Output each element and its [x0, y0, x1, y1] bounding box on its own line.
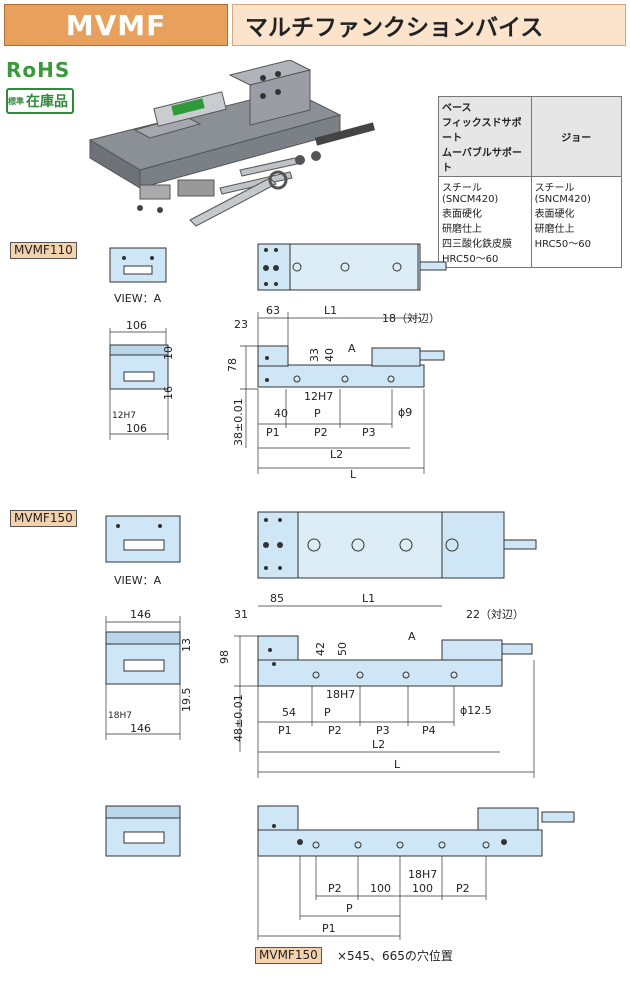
rohs-badge: RoHS: [6, 58, 71, 82]
dim-P-110: P: [314, 407, 321, 420]
dim-23-110: 23: [234, 318, 248, 331]
dim-L2-110: L2: [330, 448, 343, 461]
dim-18h7-side-150: 18H7: [108, 711, 132, 721]
model150-tag: MVMF150: [10, 510, 77, 527]
spec-header-base: ベース フィックスドサポート ムーバブルサポート: [438, 96, 532, 177]
model150-drawing: VIEW：A 146 13 19.5 18H7 146 31 85 L1 22（…: [105, 511, 537, 778]
dim-A-150: A: [408, 630, 416, 643]
spec-body-base: スチール(SNCM420) 表面硬化 研磨仕上 四三酸化鉄皮膜 HRC50～60: [438, 176, 532, 268]
dim-P3-150: P3: [376, 724, 390, 737]
dim-31-150: 31: [234, 608, 248, 621]
dim-phi9-110: ϕ9: [398, 406, 412, 419]
product-code: MVMF: [4, 4, 228, 46]
dim-98-150: 98: [218, 650, 231, 664]
stock-badge: 標準 在庫品: [6, 88, 74, 114]
dim-L-150: L: [394, 758, 401, 771]
model110-drawing: VIEW：A 106 10 16 12H7 106 23 63 L1 18（対辺…: [109, 243, 447, 481]
dim-phi12-5-150: ϕ12.5: [460, 704, 492, 717]
dim-L1-110: L1: [324, 304, 337, 317]
product-name: マルチファンクションバイス: [232, 4, 626, 46]
dim-106-top-110: 106: [126, 319, 147, 332]
footer-model-tag: MVMF150: [255, 947, 322, 964]
model110-tag: MVMF110: [10, 242, 77, 259]
dim-P2-110: P2: [314, 426, 328, 439]
dim-P2-150: P2: [328, 724, 342, 737]
dim-P-150: P: [324, 706, 331, 719]
dim-18h7-150: 18H7: [326, 688, 355, 701]
stock-label: 在庫品: [26, 94, 68, 110]
dim-L1-150: L1: [362, 592, 375, 605]
dim-63-110: 63: [266, 304, 280, 317]
dim-78-110: 78: [226, 358, 239, 372]
dim-across-150: 22（対辺）: [466, 607, 524, 621]
dim-12h7-110: 12H7: [304, 390, 333, 403]
dim-85-150: 85: [270, 592, 284, 605]
hole-position-drawing: 18H7 P2 100 100 P2 P P1: [105, 805, 575, 940]
material-spec-table: ベース フィックスドサポート ムーバブルサポート ジョー スチール(SNCM42…: [438, 96, 623, 268]
hole-P1: P1: [322, 922, 336, 935]
dim-146-top-150: 146: [130, 608, 151, 621]
page-header: MVMF マルチファンクションバイス: [4, 4, 626, 46]
dim-40h-110: 40: [274, 407, 288, 420]
dim-42-150: 42: [314, 642, 327, 656]
dim-146-bot-150: 146: [130, 722, 151, 735]
dim-13-150: 13: [180, 638, 193, 652]
view-a-label-150: VIEW：A: [114, 574, 162, 587]
dim-10-110: 10: [162, 346, 175, 360]
spec-body-jaw: スチール(SNCM420) 表面硬化 研磨仕上 HRC50～60: [530, 176, 623, 268]
dim-L-110: L: [350, 468, 357, 481]
hole-100-right: 100: [412, 882, 433, 895]
hole-P: P: [346, 902, 353, 915]
stock-std-label: 標準: [8, 96, 24, 106]
footer-note: ×545、665の穴位置: [337, 949, 453, 963]
dim-38-110: 38±0.01: [232, 398, 245, 446]
dim-50-150: 50: [336, 642, 349, 656]
dim-L2-150: L2: [372, 738, 385, 751]
dim-12h7-side-110: 12H7: [112, 411, 136, 421]
dim-106-bot-110: 106: [126, 422, 147, 435]
dim-P1-110: P1: [266, 426, 280, 439]
dim-19-5-150: 19.5: [180, 688, 193, 713]
dim-P4-150: P4: [422, 724, 436, 737]
hole-P2-right: P2: [456, 882, 470, 895]
dim-40v-110: 40: [323, 348, 336, 362]
dim-33-110: 33: [308, 348, 321, 362]
hole-P2-left: P2: [328, 882, 342, 895]
view-a-label-110: VIEW：A: [114, 292, 162, 305]
dim-P3-110: P3: [362, 426, 376, 439]
dim-A-110: A: [348, 342, 356, 355]
dim-54-150: 54: [282, 706, 296, 719]
hole-100-left: 100: [370, 882, 391, 895]
spec-header-jaw: ジョー: [530, 96, 623, 177]
dim-across-110: 18（対辺）: [382, 311, 440, 325]
hole-18h7: 18H7: [408, 868, 437, 881]
product-photo: [88, 60, 376, 227]
dim-P1-150: P1: [278, 724, 292, 737]
dim-48-150: 48±0.01: [232, 694, 245, 742]
dim-16-110: 16: [162, 386, 175, 400]
